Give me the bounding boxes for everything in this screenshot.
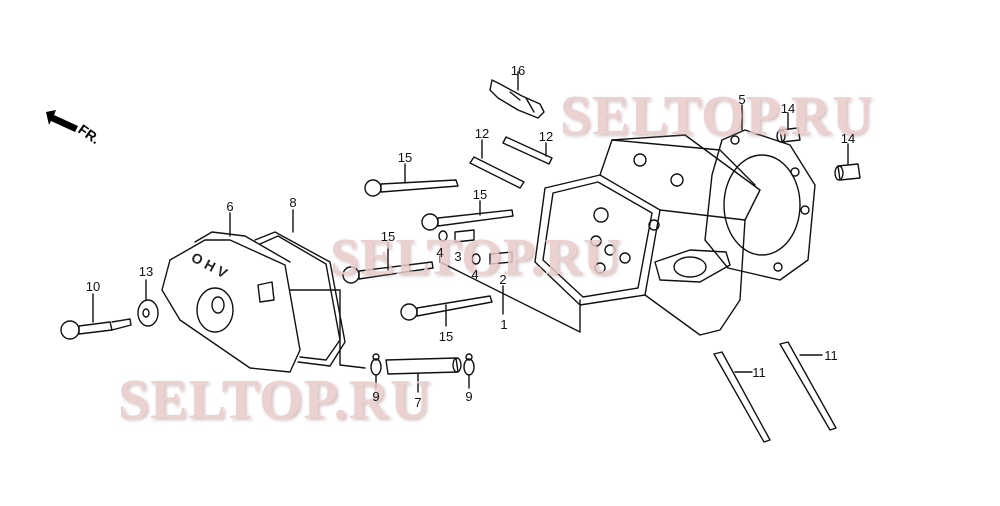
watermark: SELTOP.RU	[560, 85, 874, 147]
callout-14: 14	[780, 101, 796, 116]
callout-12: 12	[474, 126, 490, 141]
callout-5: 5	[738, 92, 746, 107]
callout-7: 7	[414, 395, 422, 410]
rubber-seal-icon	[137, 279, 159, 327]
callout-11: 11	[824, 348, 838, 363]
stud-bolt-11-icon	[713, 341, 837, 443]
callout-15: 15	[380, 229, 396, 244]
callout-14: 14	[840, 131, 856, 146]
head-cover-icon	[161, 212, 301, 373]
arrow-front-icon	[46, 110, 78, 132]
spark-plug-icon	[489, 71, 545, 119]
callout-6: 6	[226, 199, 234, 214]
callout-13: 13	[138, 264, 154, 279]
stud-bolt-12-icon	[469, 136, 553, 189]
dowel-pin-icon	[776, 112, 861, 181]
callout-16: 16	[510, 63, 526, 78]
callout-3: 3	[454, 249, 462, 264]
watermark: SELTOP.RU	[330, 229, 622, 286]
washer-pipe-set-icon	[438, 229, 581, 333]
callout-15: 15	[438, 329, 454, 344]
callout-4: 4	[436, 245, 444, 260]
cover-gasket-icon	[254, 209, 366, 369]
callout-9: 9	[465, 389, 473, 404]
cylinder-head-icon	[534, 134, 761, 336]
flange-bolt-icon	[421, 200, 514, 231]
callout-2: 2	[499, 272, 507, 287]
callout-15: 15	[397, 150, 413, 165]
watermark: SELTOP.RU	[118, 369, 432, 431]
callout-10: 10	[85, 279, 101, 294]
callout-12: 12	[538, 129, 554, 144]
callout-1: 1	[500, 317, 508, 332]
flange-bolt-icon	[400, 295, 493, 327]
flange-bolt-icon	[342, 242, 434, 284]
callout-9: 9	[372, 389, 380, 404]
callout-4: 4	[471, 267, 479, 282]
callout-15: 15	[472, 187, 488, 202]
bolt-10-icon	[60, 293, 132, 340]
flange-bolt-icon	[364, 163, 459, 197]
callout-11: 11	[752, 365, 766, 380]
hose-clip-icon	[370, 353, 475, 389]
breather-tube-icon	[385, 357, 462, 393]
callout-8: 8	[289, 195, 297, 210]
head-gasket-icon	[704, 104, 816, 281]
